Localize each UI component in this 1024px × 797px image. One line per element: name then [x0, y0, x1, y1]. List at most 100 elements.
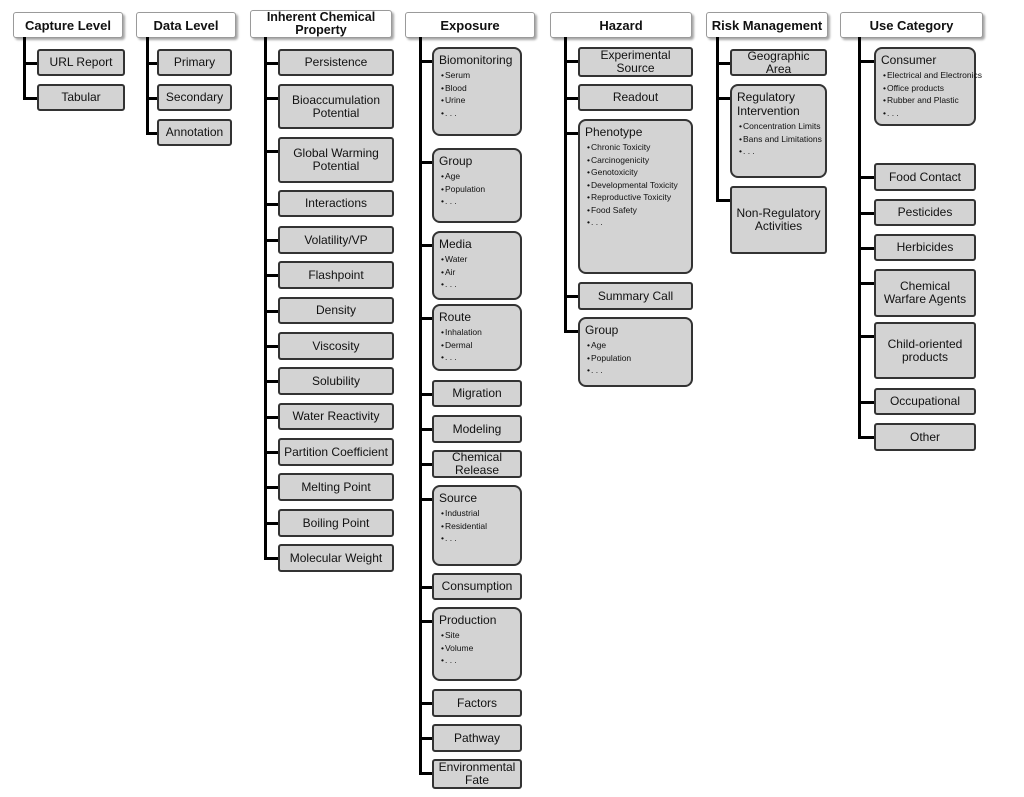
- bullet-item: . . .: [439, 107, 517, 120]
- node-url-report[interactable]: URL Report: [37, 49, 125, 76]
- node-primary[interactable]: Primary: [157, 49, 232, 76]
- connector-branch: [23, 61, 37, 65]
- connector-branch: [858, 246, 874, 250]
- bullet-item: Age: [585, 339, 688, 352]
- node-bioaccumulation-potential[interactable]: Bioaccumulation Potential: [278, 84, 394, 129]
- node-herbicides[interactable]: Herbicides: [874, 234, 976, 261]
- node-media[interactable]: MediaWaterAir. . .: [432, 231, 522, 300]
- bullet-item: . . .: [585, 216, 688, 229]
- node-annotation[interactable]: Annotation: [157, 119, 232, 146]
- node-consumer[interactable]: ConsumerElectrical and ElectronicsOffice…: [874, 47, 982, 126]
- node-label: Migration: [452, 386, 502, 400]
- node-label: Interactions: [304, 196, 368, 210]
- node-phenotype[interactable]: PhenotypeChronic ToxicityCarcinogenicity…: [578, 119, 693, 274]
- node-chemical-warfare-agents[interactable]: Chemical Warfare Agents: [874, 269, 976, 317]
- node-title: Phenotype: [585, 125, 643, 139]
- connector-branch: [419, 463, 432, 466]
- node-title: Production: [439, 613, 497, 627]
- node-geographic-area[interactable]: Geographic Area: [730, 49, 827, 76]
- node-melting-point[interactable]: Melting Point: [278, 473, 394, 501]
- bullet-item: Blood: [439, 82, 517, 95]
- node-density[interactable]: Density: [278, 297, 394, 324]
- connector-branch: [858, 211, 874, 215]
- node-non-regulatory-activities[interactable]: Non-Regulatory Activities: [730, 186, 827, 254]
- bullet-item: Air: [439, 266, 517, 279]
- bullet-item: . . .: [439, 532, 517, 545]
- node-production[interactable]: ProductionSiteVolume. . .: [432, 607, 522, 681]
- node-title: Media: [439, 237, 472, 251]
- node-route[interactable]: RouteInhalationDermal. . .: [432, 304, 522, 371]
- node-interactions[interactable]: Interactions: [278, 190, 394, 217]
- bullet-item: Concentration Limits: [737, 120, 822, 133]
- connector-spine-use-category: [858, 37, 861, 439]
- node-modeling[interactable]: Modeling: [432, 415, 522, 443]
- node-other[interactable]: Other: [874, 423, 976, 451]
- header-hazard: Hazard: [550, 12, 692, 38]
- connector-spine-capture-level: [23, 37, 26, 100]
- node-secondary[interactable]: Secondary: [157, 84, 232, 111]
- bullet-item: Chronic Toxicity: [585, 141, 688, 154]
- connector-branch: [858, 335, 874, 338]
- node-migration[interactable]: Migration: [432, 380, 522, 407]
- bullet-item: Office products: [881, 82, 971, 95]
- bullet-item: Carcinogenicity: [585, 154, 688, 167]
- node-readout[interactable]: Readout: [578, 84, 693, 111]
- node-label: Density: [315, 303, 356, 317]
- bullet-item: Inhalation: [439, 326, 517, 339]
- connector-branch: [858, 436, 874, 439]
- connector-branch: [264, 522, 278, 525]
- node-food-contact[interactable]: Food Contact: [874, 163, 976, 191]
- node-group[interactable]: GroupAgePopulation. . .: [578, 317, 693, 387]
- node-viscosity[interactable]: Viscosity: [278, 332, 394, 360]
- bullet-item: Bans and Limitations: [737, 133, 822, 146]
- node-flashpoint[interactable]: Flashpoint: [278, 261, 394, 289]
- node-summary-call[interactable]: Summary Call: [578, 282, 693, 310]
- node-label: Flashpoint: [308, 267, 364, 282]
- node-biomonitoring[interactable]: BiomonitoringSerumBloodUrine. . .: [432, 47, 522, 136]
- node-label: Other: [909, 429, 940, 444]
- node-label: Chemical Warfare Agents: [883, 279, 967, 306]
- node-partition-coefficient[interactable]: Partition Coefficient: [278, 438, 394, 466]
- node-volatility-vp[interactable]: Volatility/VP: [278, 226, 394, 254]
- node-label: Herbicides: [896, 240, 954, 254]
- node-label: Molecular Weight: [289, 550, 383, 565]
- node-label: Geographic Area: [747, 48, 810, 76]
- node-title: Biomonitoring: [439, 53, 513, 67]
- node-experimental-source[interactable]: Experimental Source: [578, 47, 693, 77]
- node-pathway[interactable]: Pathway: [432, 724, 522, 752]
- node-molecular-weight[interactable]: Molecular Weight: [278, 544, 394, 572]
- connector-branch: [264, 345, 278, 348]
- node-regulatory-intervention[interactable]: Regulatory InterventionConcentration Lim…: [730, 84, 827, 178]
- node-environmental-fate[interactable]: Environmental Fate: [432, 759, 522, 789]
- connector-branch: [564, 330, 578, 333]
- connector-spine-inherent-chemical-property: [264, 37, 267, 560]
- node-consumption[interactable]: Consumption: [432, 573, 522, 600]
- connector-branch: [264, 274, 278, 277]
- node-label: Annotation: [165, 125, 224, 139]
- node-tabular[interactable]: Tabular: [37, 84, 125, 111]
- connector-branch: [146, 61, 157, 65]
- node-label: Child-oriented products: [887, 336, 963, 364]
- node-boiling-point[interactable]: Boiling Point: [278, 509, 394, 537]
- bullet-item: . . .: [585, 364, 688, 377]
- node-label: Summary Call: [597, 288, 674, 303]
- connector-branch: [564, 295, 578, 298]
- bullet-item: Reproductive Toxicity: [585, 191, 688, 204]
- bullet-item: Electrical and Electronics: [881, 69, 982, 82]
- node-occupational[interactable]: Occupational: [874, 388, 976, 415]
- bullet-item: Population: [585, 352, 688, 365]
- node-global-warming-potential[interactable]: Global Warming Potential: [278, 137, 394, 183]
- connector-branch: [858, 60, 874, 63]
- node-factors[interactable]: Factors: [432, 689, 522, 717]
- node-water-reactivity[interactable]: Water Reactivity: [278, 403, 394, 430]
- node-solubility[interactable]: Solubility: [278, 367, 394, 395]
- node-pesticides[interactable]: Pesticides: [874, 199, 976, 226]
- bullet-item: . . .: [439, 195, 517, 208]
- node-persistence[interactable]: Persistence: [278, 49, 394, 76]
- node-label: Food Contact: [888, 169, 962, 184]
- node-group[interactable]: GroupAgePopulation. . .: [432, 148, 522, 223]
- node-chemical-release[interactable]: Chemical Release: [432, 450, 522, 478]
- node-child-oriented-products[interactable]: Child-oriented products: [874, 322, 976, 379]
- node-source[interactable]: SourceIndustrialResidential. . .: [432, 485, 522, 566]
- connector-branch: [419, 702, 432, 705]
